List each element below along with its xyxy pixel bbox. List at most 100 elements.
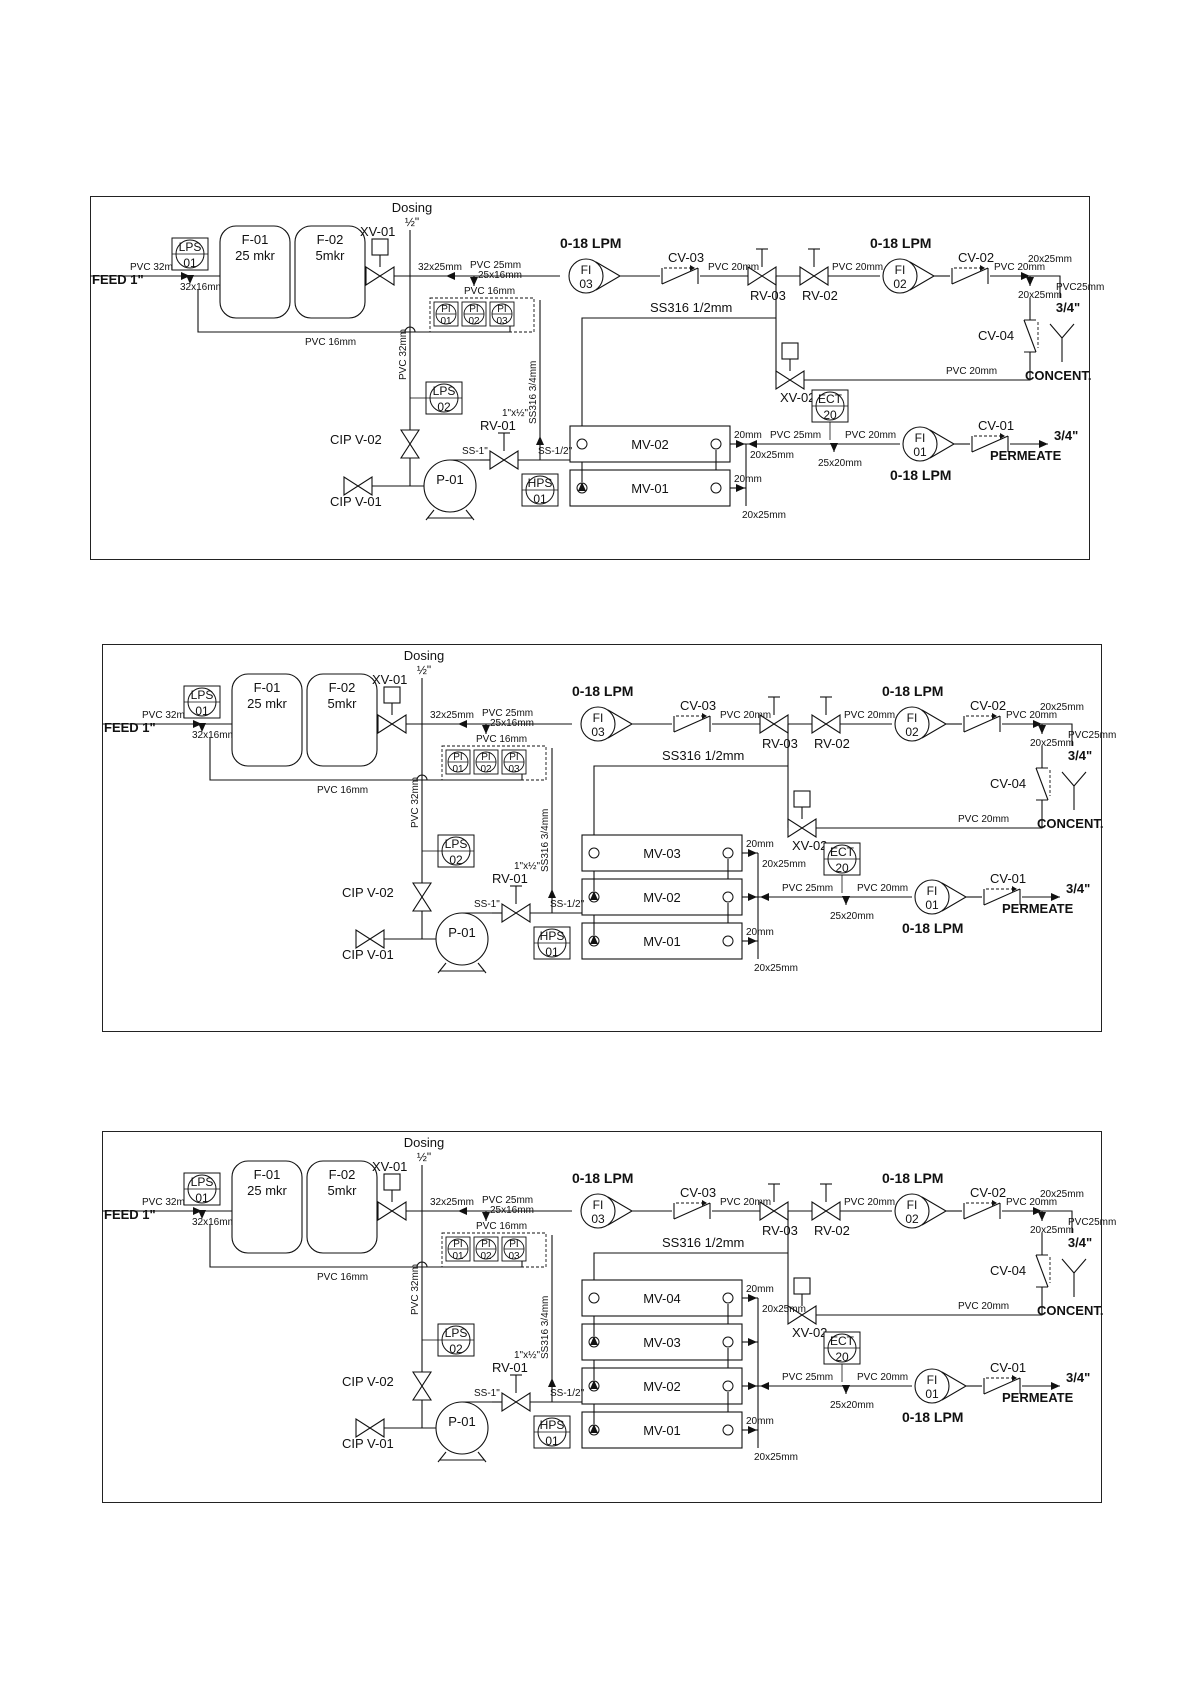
concentrate-pipe xyxy=(1052,1210,1073,1233)
rv03-valve[interactable] xyxy=(759,713,789,735)
cip-v01-valve[interactable] xyxy=(355,1417,385,1439)
valve-label: XV-02 xyxy=(780,390,815,405)
membrane-vessel[interactable]: MV-01 xyxy=(581,922,743,960)
pipe-size-label: 20x25mm xyxy=(754,963,798,974)
membrane-vessel[interactable]: MV-03 xyxy=(581,1323,743,1361)
membrane-vessel[interactable]: MV-03 xyxy=(581,834,743,872)
permeate-size-label: 3/4" xyxy=(1066,1370,1090,1385)
rv01-valve[interactable] xyxy=(501,902,531,924)
pipe-size-label: SS316 3/4mm xyxy=(540,1296,551,1359)
membrane-vessel[interactable]: MV-04 xyxy=(581,1279,743,1317)
pump-p01[interactable]: P-01 xyxy=(423,459,477,521)
dosing-label: Dosing xyxy=(404,648,444,663)
pipe-size-label: PVC 16mm xyxy=(476,734,527,745)
pipe-size-label: PVC 25mm xyxy=(482,708,533,719)
rv03-valve[interactable] xyxy=(747,265,777,287)
drop-arrow-icon xyxy=(198,723,206,732)
membrane-vessel[interactable]: MV-02 xyxy=(569,425,731,463)
cv01-check-valve-icon[interactable] xyxy=(982,886,1022,906)
permeate-size-label: 3/4" xyxy=(1066,881,1090,896)
cip-v02-valve[interactable] xyxy=(411,1371,433,1401)
diagram-frame xyxy=(90,196,1090,560)
cv01-check-valve-icon[interactable] xyxy=(970,433,1010,453)
cv03-check-valve-icon[interactable] xyxy=(672,713,712,733)
flow-meter-number: 02 xyxy=(905,1212,919,1226)
gauge-number: 02 xyxy=(480,1251,492,1262)
xv02-valve[interactable] xyxy=(787,817,817,839)
xv01-valve[interactable] xyxy=(377,713,407,735)
series-arrow-icon xyxy=(590,1424,598,1433)
cv02-check-valve-icon[interactable] xyxy=(962,713,1002,733)
cv01-check-valve-icon[interactable] xyxy=(982,1375,1022,1395)
rv02-valve[interactable] xyxy=(811,1200,841,1222)
flow-arrow-icon xyxy=(736,440,745,448)
pipe-size-label: 1"x½" xyxy=(514,861,540,872)
pump-p01[interactable]: P-01 xyxy=(435,1401,489,1463)
rv02-valve[interactable] xyxy=(811,713,841,735)
cv02-check-valve-icon[interactable] xyxy=(950,265,990,285)
rv01-valve[interactable] xyxy=(489,449,519,471)
cip-v02-valve[interactable] xyxy=(399,429,421,459)
cv04-check-valve-icon[interactable] xyxy=(1023,319,1037,353)
cip-v01-valve[interactable] xyxy=(355,928,385,950)
pump-p01[interactable]: P-01 xyxy=(435,912,489,974)
flow-arrow-icon xyxy=(760,1382,769,1390)
cv04-check-valve-icon[interactable] xyxy=(1035,1254,1049,1288)
cv03-check-valve-icon[interactable] xyxy=(660,265,700,285)
valve-label: CV-02 xyxy=(970,1185,1006,1200)
cv03-check-valve-icon[interactable] xyxy=(672,1200,712,1220)
flow-arrow-icon xyxy=(736,484,745,492)
pipe-crossover-icon xyxy=(404,326,416,333)
valve-label: RV-02 xyxy=(814,1223,850,1238)
membrane-vessel[interactable]: MV-02 xyxy=(581,878,743,916)
valve-label: CV-04 xyxy=(990,1263,1026,1278)
cv04-check-valve-icon[interactable] xyxy=(1035,767,1049,801)
xv02-valve[interactable] xyxy=(787,1304,817,1326)
cip-v01-valve[interactable] xyxy=(343,475,373,497)
pipe-size-label: PVC 20mm xyxy=(994,262,1045,273)
xv02-actuator-icon xyxy=(781,342,799,360)
membrane-vessel[interactable]: MV-02 xyxy=(581,1367,743,1405)
rv01-valve[interactable] xyxy=(501,1391,531,1413)
pipe-size-label: 32x16mm xyxy=(180,282,224,293)
xv01-valve[interactable] xyxy=(365,265,395,287)
xv01-valve[interactable] xyxy=(377,1200,407,1222)
cip-v02-valve[interactable] xyxy=(411,882,433,912)
membrane-vessel[interactable]: MV-01 xyxy=(569,469,731,507)
cv02-check-valve-icon[interactable] xyxy=(962,1200,1002,1220)
membrane-vessel[interactable]: MV-01 xyxy=(581,1411,743,1449)
rv03-valve[interactable] xyxy=(759,1200,789,1222)
xv02-valve[interactable] xyxy=(775,369,805,391)
rv02-valve[interactable] xyxy=(799,265,829,287)
